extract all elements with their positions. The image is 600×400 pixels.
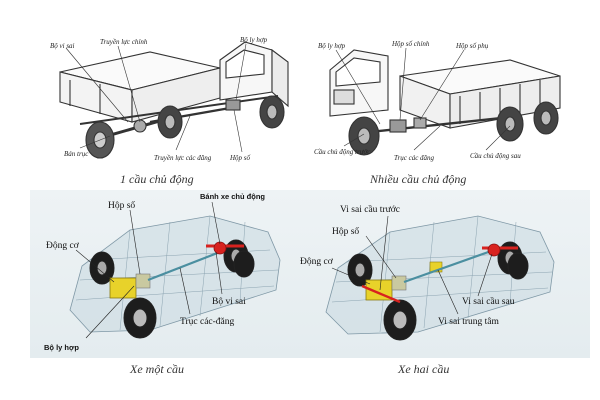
two-axle-car-drawing: Vi sai cầu trước Hộp số Động cơ Vi sai c… bbox=[300, 204, 555, 341]
label-cau-sau: Cầu chủ động sau bbox=[470, 152, 521, 160]
single-drive-truck-panel: Bộ vi sai Truyền lực chính Bộ ly hợp Bán… bbox=[40, 20, 310, 170]
label-ban-truc: Bán trục bbox=[64, 150, 89, 158]
label-hop-so-car: Hộp số bbox=[108, 200, 135, 211]
label-hop-so-4wd: Hộp số bbox=[332, 226, 359, 237]
label-truc-cac-dang-car: Trục các-đăng bbox=[180, 317, 235, 327]
multi-drive-truck-drawing: Bộ ly hợp Hộp số chính Hộp số phụ Cầu ch… bbox=[314, 40, 561, 162]
label-ly-hop-multi: Bộ ly hợp bbox=[318, 42, 346, 50]
label-ly-hop: Bộ ly hợp bbox=[240, 36, 268, 44]
label-dong-co-4wd: Động cơ bbox=[300, 257, 334, 267]
center-diff bbox=[429, 261, 443, 273]
label-vi-sai-trung-tam: Vi sai trung tâm bbox=[438, 317, 500, 327]
label-cau-truoc: Cầu chủ động trước bbox=[314, 148, 371, 156]
label-hop-so: Hộp số bbox=[229, 154, 251, 162]
driveshaft bbox=[147, 250, 221, 282]
label-truc-cac-dang: Truyền lực các đăng bbox=[154, 154, 212, 162]
label-vi-sai: Bộ vi sai bbox=[50, 42, 75, 50]
single-axle-car-drawing: Bánh xe chủ động Hộp số Động cơ Bộ vi sa… bbox=[44, 192, 281, 352]
label-truyen-luc-chinh: Truyền lực chính bbox=[100, 38, 148, 46]
caption-single-axle: Xe một cầu bbox=[130, 362, 184, 376]
caption-two-axle: Xe hai cầu bbox=[398, 362, 450, 376]
two-axle-car-panel: Vi sai cầu trước Hộp số Động cơ Vi sai c… bbox=[300, 190, 590, 358]
label-vi-sai-truoc: Vi sai cầu trước bbox=[340, 204, 400, 215]
driveshaft-4wd bbox=[403, 248, 495, 284]
label-ly-hop-car: Bộ ly hợp bbox=[44, 343, 79, 352]
multi-drive-truck-panel: Bộ ly hợp Hộp số chính Hộp số phụ Cầu ch… bbox=[310, 20, 580, 170]
label-hop-so-phu: Hộp số phụ bbox=[455, 42, 489, 50]
single-drive-truck-drawing: Bộ vi sai Truyền lực chính Bộ ly hợp Bán… bbox=[50, 36, 289, 162]
label-vi-sai-car: Bộ vi sai bbox=[212, 297, 246, 307]
caption-multi-drive: Nhiều cầu chủ động bbox=[370, 172, 467, 186]
label-dong-co: Động cơ bbox=[46, 241, 80, 251]
single-axle-car-panel: Bánh xe chủ động Hộp số Động cơ Bộ vi sa… bbox=[30, 190, 300, 358]
front-axle bbox=[361, 284, 401, 304]
label-truc-cac-dang-multi: Trục các đăng bbox=[394, 154, 435, 162]
caption-single-drive: 1 cầu chủ động bbox=[120, 172, 194, 186]
label-hop-so-chinh: Hộp số chính bbox=[391, 40, 430, 48]
label-banh-xe: Bánh xe chủ động bbox=[200, 192, 265, 201]
label-vi-sai-sau: Vi sai cầu sau bbox=[462, 296, 515, 307]
